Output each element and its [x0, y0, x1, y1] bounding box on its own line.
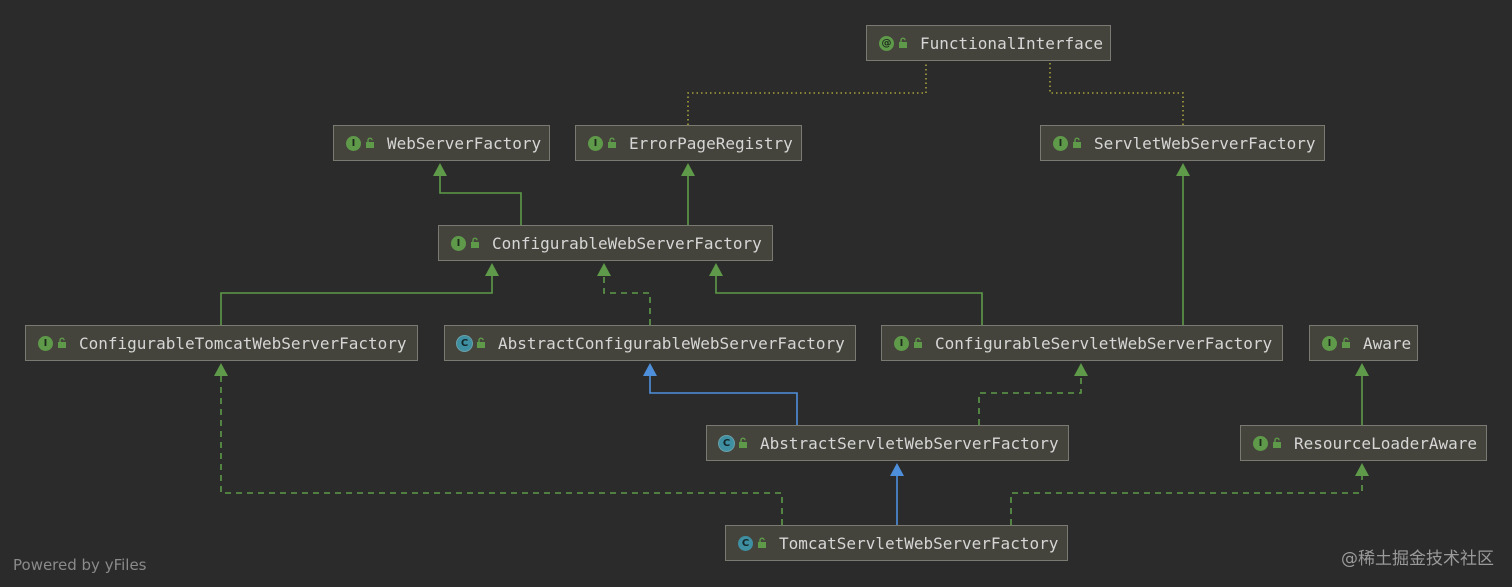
public-lock-icon	[1273, 437, 1281, 448]
edge-abstract-servlet-to-servlet-config	[978, 363, 1088, 425]
interface-icon: I	[346, 135, 361, 151]
node-configurable-tomcat-web-server-factory[interactable]: I ConfigurableTomcatWebServerFactory	[25, 325, 418, 361]
arrowhead	[1176, 163, 1190, 176]
node-servlet-web-server-factory[interactable]: I ServletWebServerFactory	[1040, 125, 1325, 161]
public-lock-icon	[899, 37, 907, 48]
edge-error-page-registry-annotated	[687, 63, 927, 125]
powered-by-footer: Powered by yFiles	[13, 556, 147, 574]
public-lock-icon	[1073, 137, 1081, 148]
class-icon: C	[738, 535, 753, 551]
node-label: TomcatServletWebServerFactory	[779, 533, 1059, 553]
node-configurable-servlet-web-server-factory[interactable]: I ConfigurableServletWebServerFactory	[881, 325, 1283, 361]
node-web-server-factory[interactable]: I WebServerFactory	[333, 125, 550, 161]
node-label: WebServerFactory	[387, 133, 542, 153]
public-lock-icon	[739, 437, 747, 448]
interface-icon: I	[1053, 135, 1068, 151]
node-label: ConfigurableWebServerFactory	[492, 233, 762, 253]
edge-servlet-factory-annotated	[1049, 63, 1184, 125]
arrowhead	[1355, 363, 1369, 376]
node-tomcat-servlet-web-server-factory[interactable]: C TomcatServletWebServerFactory	[725, 525, 1068, 561]
arrowhead	[597, 263, 611, 276]
node-abstract-configurable-web-server-factory[interactable]: C AbstractConfigurableWebServerFactory	[444, 325, 856, 361]
edge-configurable-to-error-page-registry	[681, 163, 695, 225]
public-lock-icon	[1342, 337, 1350, 348]
edge-servlet-config-to-configurable	[709, 263, 983, 325]
public-lock-icon	[477, 337, 485, 348]
public-lock-icon	[471, 237, 479, 248]
node-configurable-web-server-factory[interactable]: I ConfigurableWebServerFactory	[438, 225, 773, 261]
edge-tomcat-to-resource-loader-aware	[1010, 463, 1369, 525]
public-lock-icon	[366, 137, 374, 148]
interface-icon: I	[588, 135, 603, 151]
node-label: ErrorPageRegistry	[629, 133, 793, 153]
arrowhead	[890, 463, 904, 476]
node-error-page-registry[interactable]: I ErrorPageRegistry	[575, 125, 802, 161]
edge-servlet-config-to-servlet-factory	[1176, 163, 1190, 325]
abstract-class-icon: C	[457, 335, 472, 351]
node-functional-interface[interactable]: @ FunctionalInterface	[866, 25, 1111, 61]
arrowhead	[1074, 363, 1088, 376]
annotation-type-icon: @	[879, 35, 894, 51]
arrowhead	[214, 363, 228, 376]
edge-abstract-config-to-configurable	[597, 263, 651, 325]
arrowhead	[1355, 463, 1369, 476]
interface-icon: I	[1253, 435, 1268, 451]
node-label: ConfigurableTomcatWebServerFactory	[79, 333, 407, 353]
edge-abstract-servlet-to-abstract-config	[643, 363, 798, 425]
edge-configurable-to-web-server-factory	[433, 163, 522, 225]
node-label: ResourceLoaderAware	[1294, 433, 1478, 453]
watermark: @稀土掘金技术社区	[1341, 549, 1494, 569]
node-abstract-servlet-web-server-factory[interactable]: C AbstractServletWebServerFactory	[706, 425, 1069, 461]
node-resource-loader-aware[interactable]: I ResourceLoaderAware	[1240, 425, 1487, 461]
node-label: FunctionalInterface	[920, 33, 1104, 53]
interface-icon: I	[1322, 335, 1337, 351]
public-lock-icon	[914, 337, 922, 348]
edge-tomcat-config-to-configurable	[220, 263, 499, 325]
abstract-class-icon: C	[719, 435, 734, 451]
node-label: AbstractConfigurableWebServerFactory	[498, 333, 845, 353]
public-lock-icon	[608, 137, 616, 148]
node-label: Aware	[1363, 333, 1412, 353]
node-label: AbstractServletWebServerFactory	[760, 433, 1059, 453]
node-label: ConfigurableServletWebServerFactory	[935, 333, 1273, 353]
interface-icon: I	[451, 235, 466, 251]
arrowhead	[485, 263, 499, 276]
edge-resource-loader-aware-to-aware	[1355, 363, 1369, 425]
arrowhead	[433, 163, 447, 176]
public-lock-icon	[58, 337, 66, 348]
arrowhead	[681, 163, 695, 176]
edge-tomcat-to-tomcat-config	[214, 363, 783, 525]
arrowhead	[643, 363, 657, 376]
node-label: ServletWebServerFactory	[1094, 133, 1316, 153]
node-aware[interactable]: I Aware	[1309, 325, 1418, 361]
interface-icon: I	[38, 335, 53, 351]
edge-tomcat-to-abstract-servlet	[890, 463, 904, 525]
interface-icon: I	[894, 335, 909, 351]
arrowhead	[709, 263, 723, 276]
public-lock-icon	[758, 537, 766, 548]
